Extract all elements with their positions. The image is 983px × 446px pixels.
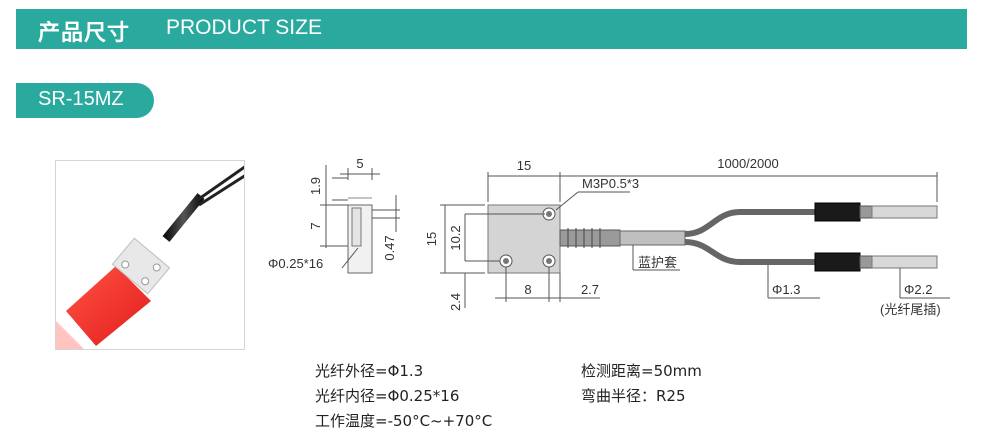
dim-5: 5 (356, 156, 363, 171)
fiber-dia-label: Φ1.3 (772, 282, 800, 297)
dim-7: 7 (308, 222, 323, 229)
screw-label: M3P0.5*3 (582, 176, 639, 191)
dim-8: 8 (524, 282, 531, 297)
spec-bend-radius: 弯曲半径：R25 (581, 387, 686, 405)
dim-15-top: 15 (517, 158, 531, 173)
model-tab: SR-15MZ (16, 83, 154, 118)
dim-2-4: 2.4 (448, 293, 463, 311)
section-title-en: PRODUCT SIZE (166, 16, 322, 39)
fiber-core-label: Φ0.25*16 (268, 256, 323, 271)
dimension-drawing: 1.9 5 7 0.47 Φ0.25*16 (260, 140, 980, 340)
section-title-cn: 产品尺寸 (38, 21, 131, 46)
plug-note-label: (光纤尾插) (880, 302, 941, 317)
spec-fiber-inner: 光纤内径=Φ0.25*16 (315, 387, 460, 405)
section-header: 产品尺寸 PRODUCT SIZE (16, 9, 967, 49)
sleeve-label: 蓝护套 (638, 255, 677, 270)
spec-detect-distance: 检测距离=50mm (581, 362, 702, 380)
spec-fiber-outer: 光纤外径=Φ1.3 (315, 362, 424, 380)
model-name: SR-15MZ (38, 88, 124, 110)
dim-15-left: 15 (424, 232, 439, 246)
dim-1-9: 1.9 (308, 177, 323, 195)
plug-dia-label: Φ2.2 (904, 282, 932, 297)
technical-drawing: 1.9 5 7 0.47 Φ0.25*16 (268, 156, 950, 317)
sensor-photo-image (56, 165, 244, 349)
spec-temperature: 工作温度=-50°C~+70°C (315, 412, 493, 430)
dim-2-7: 2.7 (581, 282, 599, 297)
product-photo (55, 160, 245, 350)
dim-length: 1000/2000 (717, 156, 778, 171)
dim-0-47: 0.47 (382, 235, 397, 260)
dim-10-2: 10.2 (448, 225, 463, 250)
